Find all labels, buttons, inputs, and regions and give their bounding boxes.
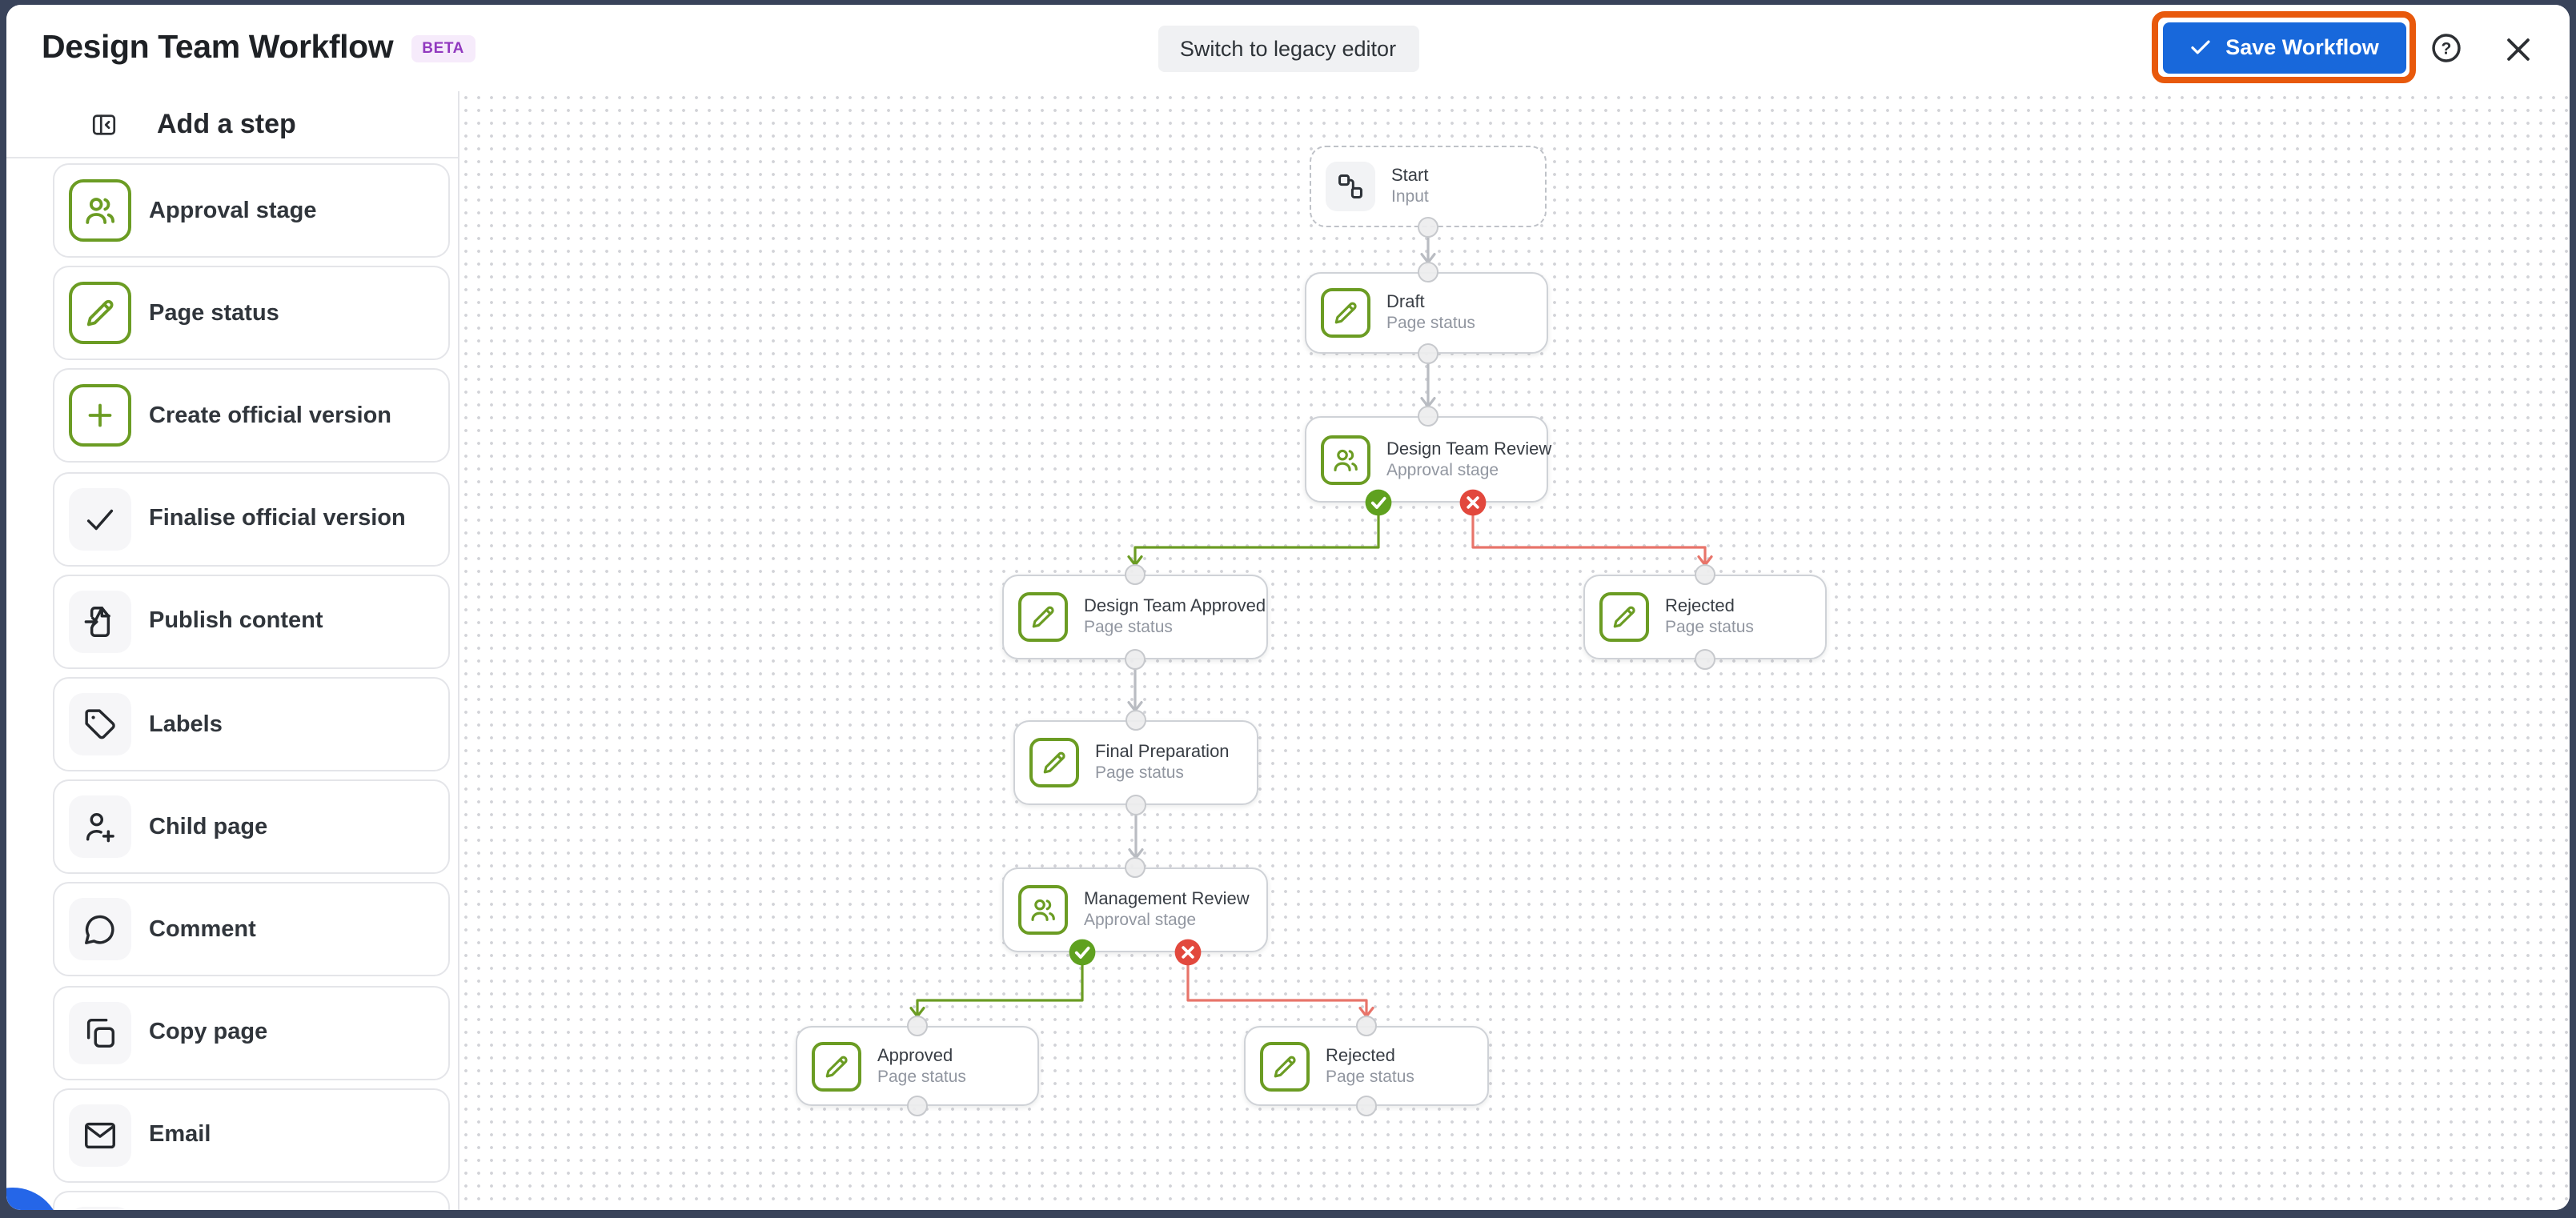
- node-subtitle: Page status: [877, 1067, 966, 1086]
- pencil-icon: [69, 282, 131, 345]
- save-workflow-highlight: Save Workflow: [2152, 11, 2416, 83]
- flow-icon: [1326, 162, 1375, 211]
- sidebar-item-create-official-version[interactable]: Create official version: [53, 368, 450, 463]
- help-icon[interactable]: ?: [2429, 30, 2464, 66]
- sidebar-item-copy-page[interactable]: Copy page: [53, 985, 450, 1080]
- beta-badge: BETA: [411, 34, 475, 62]
- pencil-icon: [1018, 592, 1068, 642]
- node-subtitle: Page status: [1386, 314, 1475, 333]
- node-title: Start: [1391, 166, 1429, 186]
- publish-icon: [69, 590, 131, 653]
- people-icon: [69, 179, 131, 242]
- sidebar-item-child-page[interactable]: Child page: [53, 779, 450, 875]
- check-icon: [69, 487, 131, 551]
- copy-icon: [69, 1001, 131, 1064]
- sidebar-item-label: Labels: [149, 711, 223, 737]
- sidebar-item-email[interactable]: Email: [53, 1088, 450, 1183]
- sidebar-item-finalise-official-version[interactable]: Finalise official version: [53, 471, 450, 567]
- node-subtitle: Input: [1391, 187, 1429, 206]
- svg-text:?: ?: [2442, 39, 2452, 58]
- people-icon: [1321, 435, 1370, 484]
- step-icon: [69, 1207, 131, 1210]
- node-title: Design Team Review: [1386, 439, 1552, 459]
- save-workflow-label: Save Workflow: [2225, 35, 2379, 59]
- node-title: Draft: [1386, 293, 1425, 312]
- sidebar-item-label: Approval stage: [149, 198, 317, 223]
- sidebar-item-comment[interactable]: Comment: [53, 882, 450, 977]
- top-bar: Design Team Workflow BETA Switch to lega…: [6, 5, 2570, 91]
- comment-icon: [69, 898, 131, 961]
- switch-to-legacy-editor-button[interactable]: Switch to legacy editor: [1157, 26, 1419, 72]
- person-plus-icon: [69, 795, 131, 859]
- node-subtitle: Approval stage: [1386, 460, 1499, 479]
- node-title: Design Team Approved: [1084, 597, 1266, 616]
- email-icon: [69, 1104, 131, 1167]
- sidebar-item-labels[interactable]: Labels: [53, 677, 450, 771]
- sidebar-item-label: Publish content: [149, 608, 323, 635]
- node-title: Management Review: [1084, 890, 1250, 909]
- pencil-icon: [1029, 738, 1079, 787]
- node-title: Approved: [877, 1046, 953, 1065]
- panel-collapse-icon[interactable]: [90, 110, 118, 138]
- pencil-icon: [1599, 592, 1649, 642]
- node-subtitle: Page status: [1326, 1067, 1414, 1086]
- sidebar-item-publish-content[interactable]: Publish content: [53, 574, 450, 669]
- sidebar-item-label: Copy page: [149, 1020, 268, 1046]
- tag-icon: [69, 693, 131, 755]
- close-icon[interactable]: [2501, 32, 2536, 67]
- plus-icon: [69, 384, 131, 447]
- sidebar-item-label: Email: [149, 1122, 211, 1148]
- node-title: Final Preparation: [1095, 743, 1230, 762]
- sidebar-item-page-status[interactable]: Page status: [53, 266, 450, 361]
- page-title: Design Team Workflow: [42, 29, 394, 66]
- people-icon: [1018, 885, 1068, 935]
- save-workflow-button[interactable]: Save Workflow: [2162, 22, 2405, 73]
- pencil-icon: [1321, 288, 1370, 338]
- check-icon: [2191, 40, 2210, 54]
- node-title: Rejected: [1326, 1046, 1395, 1065]
- sidebar-item-label: Page status: [149, 300, 279, 327]
- sidebar-item-label: Comment: [149, 916, 256, 943]
- node-subtitle: Approval stage: [1084, 911, 1197, 930]
- pencil-icon: [1260, 1041, 1310, 1091]
- sidebar-title: Add a step: [157, 108, 296, 138]
- sidebar-item-approval-stage[interactable]: Approval stage: [53, 163, 450, 258]
- sidebar-item-label: Create official version: [149, 403, 391, 429]
- node-subtitle: Page status: [1084, 618, 1173, 637]
- title-group: Design Team Workflow BETA: [42, 5, 475, 91]
- sidebar-item-label: Child page: [149, 814, 268, 840]
- sidebar-header: Add a step: [6, 91, 458, 158]
- pencil-icon: [812, 1041, 861, 1091]
- node-title: Rejected: [1665, 597, 1735, 616]
- sidebar-item-label: Finalise official version: [149, 506, 406, 532]
- sidebar-item-partial[interactable]: [53, 1191, 450, 1210]
- node-subtitle: Page status: [1665, 618, 1754, 637]
- node-subtitle: Page status: [1095, 763, 1184, 783]
